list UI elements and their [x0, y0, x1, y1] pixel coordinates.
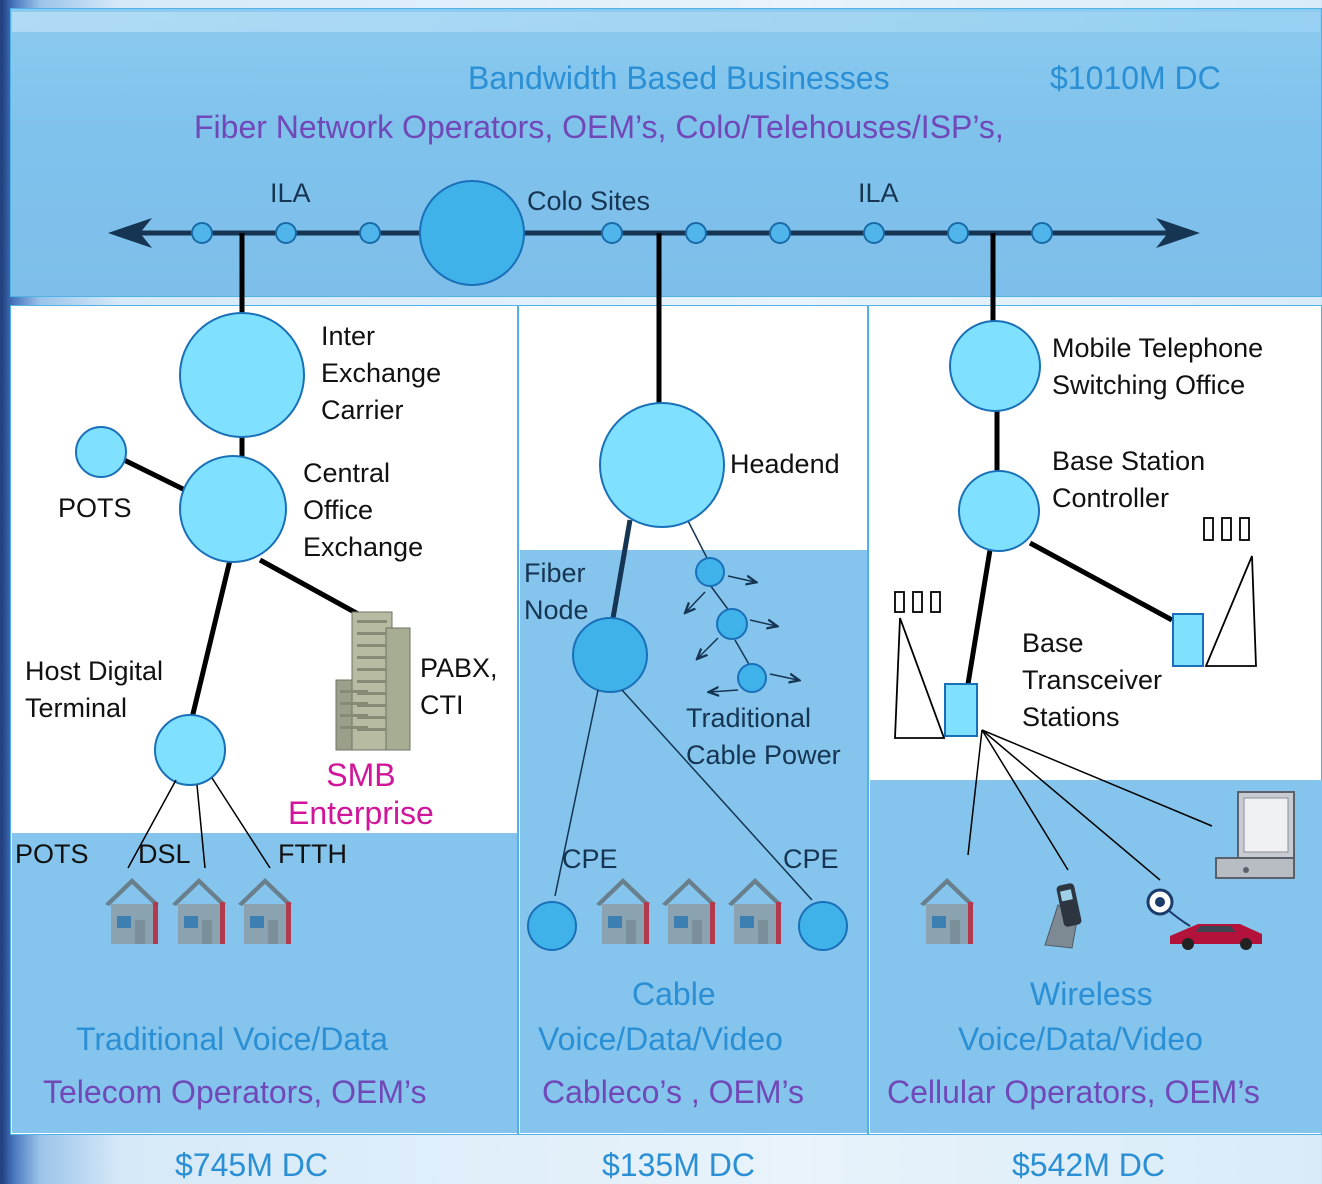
cpe-left-label: CPE: [562, 844, 618, 874]
bts-label: Base Transceiver Stations: [1022, 628, 1163, 732]
house-icon: [920, 878, 974, 944]
dsl-label: DSL: [138, 839, 191, 869]
ila-node: [191, 222, 213, 244]
building-icon: [335, 611, 411, 751]
laptop-icon: [1215, 791, 1295, 879]
top-title: Bandwidth Based Businesses: [468, 60, 890, 96]
headend-label: Headend: [730, 449, 840, 479]
iec-label: Inter Exchange Carrier: [321, 321, 442, 425]
ila-node: [601, 222, 623, 244]
right-title-2: Voice/Data/Video: [958, 1021, 1203, 1057]
headend-node: [599, 402, 725, 528]
left-amount: $745M DC: [175, 1147, 328, 1183]
pots-bottom-label: POTS: [15, 839, 89, 869]
antenna-icon: [1203, 517, 1257, 667]
colo-site-node: [419, 180, 525, 286]
house-icon: [728, 878, 782, 944]
coe-label: Central Office Exchange: [303, 458, 424, 562]
power-node: [695, 557, 725, 587]
cpe-node: [527, 901, 577, 951]
coe-node: [179, 455, 287, 563]
middle-amount: $135M DC: [602, 1147, 755, 1183]
fiber-node-label: Fiber Node: [524, 558, 589, 625]
ila-node: [947, 222, 969, 244]
pots-node: [75, 426, 127, 478]
cpe-right-label: CPE: [783, 844, 839, 874]
bsc-node: [958, 470, 1040, 552]
hdt-node: [154, 714, 226, 786]
ila-node: [1031, 222, 1053, 244]
iec-node: [179, 312, 305, 438]
left-title: Traditional Voice/Data: [76, 1021, 388, 1057]
ftth-label: FTTH: [278, 839, 347, 869]
power-node: [716, 608, 748, 640]
bts-box: [1172, 613, 1204, 667]
middle-title-2: Voice/Data/Video: [538, 1021, 783, 1057]
cable-power-label: Traditional Cable Power: [686, 703, 841, 770]
colo-sites-label: Colo Sites: [527, 186, 651, 216]
hdt-label: Host Digital Terminal: [25, 656, 164, 723]
house-icon: [662, 878, 716, 944]
middle-title-1: Cable: [632, 976, 716, 1012]
right-title-1: Wireless: [1030, 976, 1153, 1012]
house-icon: [238, 878, 292, 944]
right-operators: Cellular Operators, OEM’s: [887, 1074, 1260, 1110]
ila-label-left: ILA: [270, 178, 311, 208]
cpe-node: [798, 901, 848, 951]
bts-box: [944, 683, 978, 737]
top-amount: $1010M DC: [1050, 60, 1221, 96]
pots-top-label: POTS: [58, 493, 132, 523]
left-operators: Telecom Operators, OEM’s: [43, 1074, 427, 1110]
house-icon: [172, 878, 226, 944]
ila-node: [863, 222, 885, 244]
cell-phone-icon: [1044, 883, 1082, 949]
middle-operators: Cableco’s , OEM’s: [542, 1074, 805, 1110]
fiber-node: [572, 617, 648, 693]
top-subtitle: Fiber Network Operators, OEM’s, Colo/Tel…: [194, 109, 1004, 145]
top-panel: [10, 8, 1322, 297]
mtso-label: Mobile Telephone Switching Office: [1052, 333, 1264, 400]
house-icon: [105, 878, 159, 944]
house-icon: [596, 878, 650, 944]
ila-label-right: ILA: [858, 178, 899, 208]
bsc-label: Base Station Controller: [1052, 446, 1206, 513]
backbone-arrow-right: [1156, 218, 1200, 248]
right-amount: $542M DC: [1012, 1147, 1165, 1183]
ila-node: [275, 222, 297, 244]
backbone-arrow-left: [108, 218, 152, 248]
ila-node: [359, 222, 381, 244]
ila-node: [685, 222, 707, 244]
antenna-icon: [894, 591, 946, 739]
mtso-node: [949, 320, 1041, 412]
ila-node: [769, 222, 791, 244]
car-icon: [1146, 888, 1262, 950]
power-node: [737, 663, 767, 693]
pabx-label: PABX, CTI: [420, 653, 498, 720]
smb-label: SMB Enterprise: [288, 757, 434, 831]
top-panel-highlight: [12, 12, 1320, 32]
